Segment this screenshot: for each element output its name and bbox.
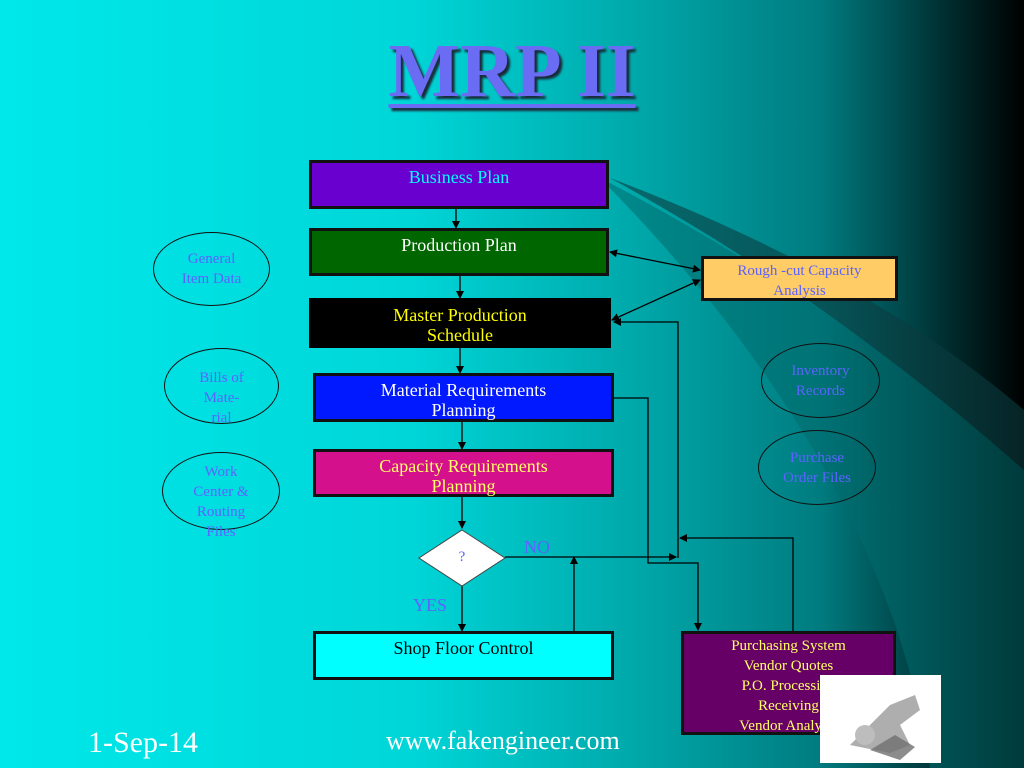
purchasing-line-3: P.O. Processing <box>741 678 836 694</box>
general-item-data-oval: General Item Data <box>153 232 270 306</box>
material-requirements-planning-box: Material Requirements Planning <box>313 373 614 422</box>
production-plan-box: Production Plan <box>309 228 609 276</box>
master-production-schedule-box: Master Production Schedule <box>309 298 611 348</box>
crp-label-line-1: Capacity Requirements <box>379 456 548 476</box>
slide-title: MRP II <box>388 29 636 113</box>
general-item-data-line-2: Item Data <box>181 271 242 287</box>
bills-of-material-line-2: Mate- <box>203 390 240 406</box>
rough-cut-line-1: Rough -cut Capacity <box>737 263 862 279</box>
inventory-records-line-1: Inventory <box>791 362 850 379</box>
decorative-clipart <box>820 675 941 763</box>
footer-date: 1-Sep-14 <box>88 726 198 759</box>
footer-url: www.fakengineer.com <box>386 726 620 755</box>
inventory-records-oval: Inventory Records <box>761 343 880 418</box>
work-center-line-3: Routing <box>196 504 246 520</box>
purchase-order-files-line-1: Purchase <box>789 449 845 466</box>
bills-of-material-line-3: rial <box>211 410 232 426</box>
purchasing-line-2: Vendor Quotes <box>743 658 834 674</box>
shop-floor-control-label: Shop Floor Control <box>393 638 534 658</box>
rough-cut-line-2: Analysis <box>773 283 826 299</box>
purchasing-line-4: Receiving <box>758 698 819 714</box>
bills-of-material-line-1: Bills of <box>199 370 244 386</box>
work-center-line-2: Center & <box>193 484 249 500</box>
purchasing-line-5: Vendor Analysis <box>739 718 838 734</box>
decision-label: ? <box>458 549 466 565</box>
capacity-requirements-planning-box: Capacity Requirements Planning <box>313 449 614 497</box>
yes-label: YES <box>413 595 448 615</box>
mps-label-line-2: Schedule <box>427 325 493 345</box>
crp-label-line-2: Planning <box>431 476 496 496</box>
bills-of-material-oval: Bills of Mate- rial <box>164 348 279 426</box>
shop-floor-control-box: Shop Floor Control <box>313 631 614 680</box>
work-center-line-1: Work <box>204 464 238 480</box>
inventory-records-line-2: Records <box>795 382 846 399</box>
work-center-routing-oval: Work Center & Routing Files <box>162 452 280 540</box>
business-plan-box: Business Plan <box>309 160 609 209</box>
general-item-data-line-1: General <box>187 251 236 267</box>
mps-label-line-1: Master Production <box>393 305 527 325</box>
purchasing-line-1: Purchasing System <box>731 638 846 654</box>
mrp-label-line-1: Material Requirements <box>380 380 547 400</box>
gear-sketch-icon <box>850 695 920 760</box>
decision-diamond <box>418 529 506 587</box>
no-label: NO <box>524 537 550 557</box>
purchase-order-files-line-2: Order Files <box>783 469 851 486</box>
production-plan-label: Production Plan <box>401 235 517 255</box>
work-center-line-4: Files <box>206 524 236 540</box>
mrp-label-line-2: Planning <box>431 400 496 420</box>
business-plan-label: Business Plan <box>408 167 510 187</box>
rough-cut-capacity-box: Rough -cut Capacity Analysis <box>701 256 898 301</box>
purchase-order-files-oval: Purchase Order Files <box>758 430 876 505</box>
